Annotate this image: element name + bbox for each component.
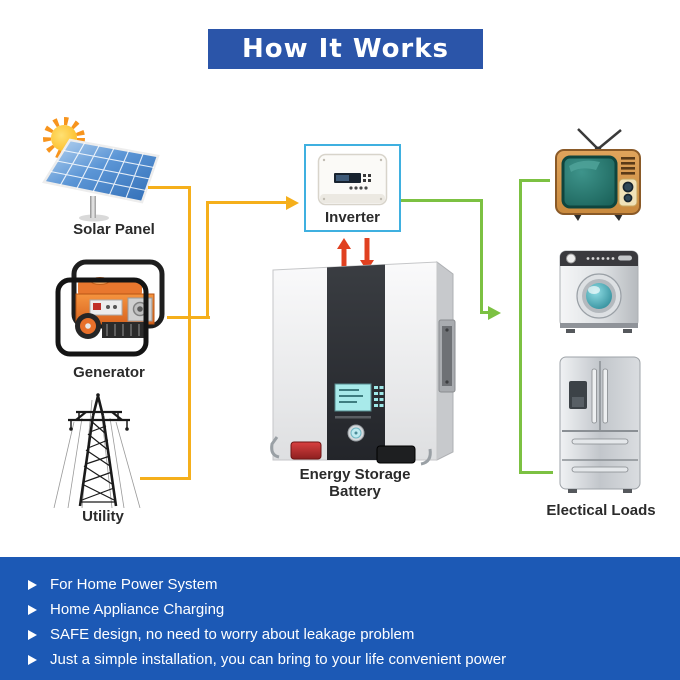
battery-icon (270, 261, 456, 466)
refrigerator-icon (559, 356, 641, 493)
triangle-bullet-icon (28, 654, 37, 665)
connector-inverter-out-h (401, 199, 482, 202)
down-arrow-icon (360, 238, 374, 271)
inverter-node: Inverter (304, 144, 401, 232)
feature-panel: For Home Power System Home Appliance Cha… (0, 557, 680, 680)
feature-item: SAFE design, no need to worry about leak… (28, 622, 680, 647)
feature-text: Just a simple installation, you can brin… (50, 651, 507, 668)
electrical-loads-label: Electical Loads (546, 502, 656, 519)
utility-label: Utility (82, 508, 124, 525)
connector-loads-bus-v (519, 179, 522, 474)
generator-icon (55, 259, 165, 357)
inverter-device-icon (317, 153, 388, 206)
feature-text: For Home Power System (50, 576, 218, 593)
connector-utility-h (140, 477, 191, 480)
connector-generator-h (167, 316, 210, 319)
feature-item: For Home Power System (28, 572, 680, 597)
solar-panel-label: Solar Panel (73, 221, 155, 238)
feature-list: For Home Power System Home Appliance Cha… (0, 557, 680, 672)
feature-item: Home Appliance Charging (28, 597, 680, 622)
triangle-bullet-icon (28, 579, 37, 590)
connector-solar-h (148, 186, 191, 189)
feature-item: Just a simple installation, you can brin… (28, 647, 680, 672)
green-arrowhead-icon (488, 305, 501, 320)
yellow-arrowhead-icon (286, 195, 299, 210)
connector-to-inverter-v (206, 201, 209, 319)
generator-label: Generator (73, 364, 145, 381)
utility-tower-icon (53, 393, 141, 508)
connector-out-stub (480, 311, 490, 314)
tv-icon (555, 128, 641, 221)
solar-panel-icon (41, 117, 160, 222)
triangle-bullet-icon (28, 629, 37, 640)
connector-to-inverter-h (206, 201, 287, 204)
connector-tv-h (519, 179, 550, 182)
inverter-label: Inverter (324, 209, 381, 226)
title-banner: How It Works (208, 29, 483, 69)
connector-fridge-h (519, 471, 553, 474)
washing-machine-icon (559, 250, 639, 333)
connector-source-bus-v (188, 186, 191, 480)
triangle-bullet-icon (28, 604, 37, 615)
feature-text: SAFE design, no need to worry about leak… (50, 626, 415, 643)
feature-text: Home Appliance Charging (50, 601, 225, 618)
battery-label: Energy Storage Battery (299, 466, 411, 500)
connector-inverter-out-v (480, 199, 483, 313)
up-arrow-icon (337, 238, 351, 271)
